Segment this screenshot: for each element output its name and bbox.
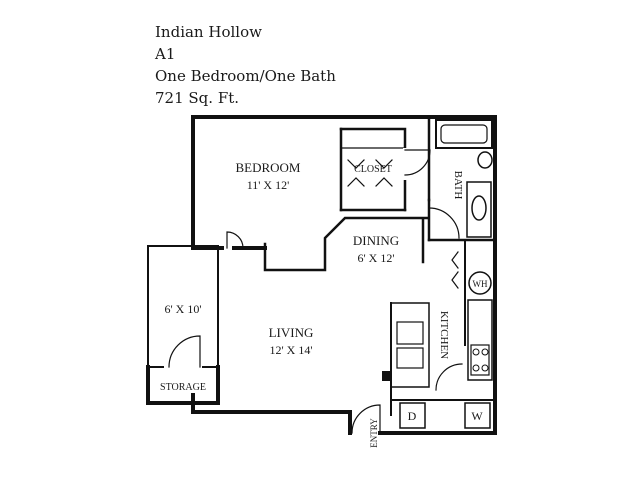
unit-type: One Bedroom/One Bath xyxy=(155,67,336,85)
washer-label: W xyxy=(471,409,483,423)
dryer xyxy=(399,402,426,429)
pantry-bifold-doors xyxy=(451,251,459,289)
storage-door-swing xyxy=(168,335,201,368)
closet-label: CLOSET xyxy=(354,164,392,175)
patio-size: 6' X 10' xyxy=(165,302,202,316)
water-heater xyxy=(468,271,492,295)
bedroom-door-swing xyxy=(226,231,244,249)
unit-code: A1 xyxy=(155,45,176,63)
dishwasher xyxy=(396,347,424,369)
bath-door-swing xyxy=(428,207,460,239)
living-size: 12' X 14' xyxy=(270,343,313,357)
kitchen-counter-right xyxy=(467,299,493,381)
dryer-label: D xyxy=(408,409,417,423)
kitchen-counter-left xyxy=(390,302,430,388)
patio-walls xyxy=(146,245,220,405)
plan-title: Indian Hollow xyxy=(155,23,262,41)
bath-label: BATH xyxy=(452,171,464,200)
living-label: LIVING xyxy=(269,325,314,340)
bath-walls xyxy=(427,115,497,242)
closet-door-swing xyxy=(404,149,431,176)
dining-label: DINING xyxy=(353,233,399,248)
sink xyxy=(471,195,487,221)
toilet xyxy=(477,151,493,169)
dining-size: 6' X 12' xyxy=(358,251,395,265)
vanity xyxy=(466,181,492,238)
range xyxy=(470,344,490,376)
bedroom-walls xyxy=(263,127,429,272)
kitchen-door-swing xyxy=(435,363,463,391)
bedroom-size: 11' X 12' xyxy=(247,178,290,192)
bathtub xyxy=(435,119,493,149)
bedroom-label: BEDROOM xyxy=(235,160,300,175)
entry-door-swing xyxy=(351,404,381,434)
entry-label: ENTRY xyxy=(369,418,379,448)
closet-bifold-doors xyxy=(347,159,393,187)
kitchen-sink xyxy=(396,321,424,345)
kitchen-label: KITCHEN xyxy=(438,311,450,359)
electrical-panel xyxy=(382,371,390,381)
water-heater-label: WH xyxy=(473,279,488,289)
storage-label: STORAGE xyxy=(160,382,206,393)
washer xyxy=(464,402,491,429)
unit-area: 721 Sq. Ft. xyxy=(155,89,240,107)
